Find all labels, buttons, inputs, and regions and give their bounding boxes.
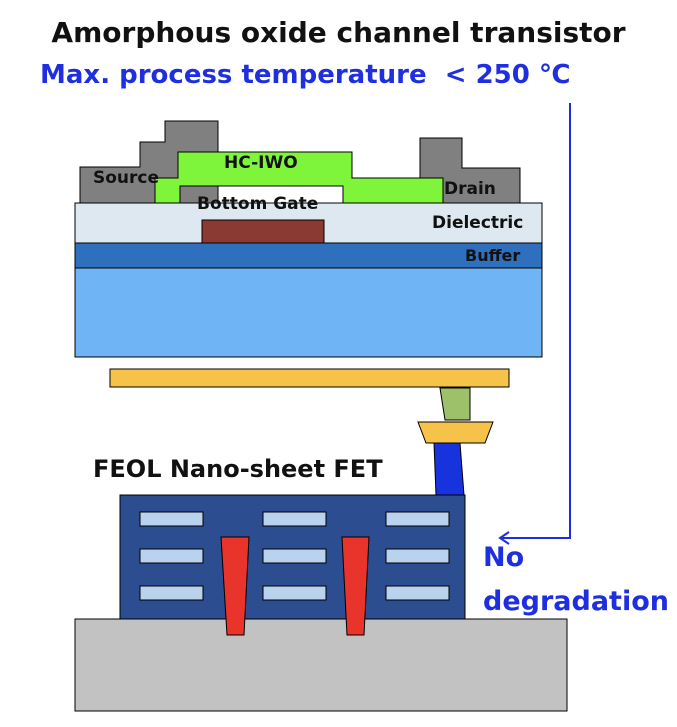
dielectric-label: Dielectric [432, 213, 524, 233]
feol-label: FEOL Nano-sheet FET [93, 455, 383, 483]
drain-label: Drain [444, 179, 496, 199]
bottom-gate [201, 219, 325, 244]
contact-plug [433, 442, 465, 496]
substrate-layer [74, 267, 543, 358]
nanosheet [139, 585, 204, 601]
nanosheet [139, 511, 204, 527]
via-plug [439, 387, 471, 421]
hc-iwo-channel [154, 151, 444, 204]
nanosheet [262, 585, 327, 601]
nanosheet [385, 548, 450, 564]
thermal-budget-arrow [502, 103, 571, 539]
metal-interconnect [109, 368, 510, 388]
nanosheet [139, 548, 204, 564]
feol-gate [341, 536, 370, 636]
nanosheet [385, 585, 450, 601]
result-line-1: No [483, 542, 525, 573]
bottom-gate-label: Bottom Gate [197, 194, 319, 214]
nanosheet [262, 511, 327, 527]
base-substrate [74, 618, 568, 712]
result-line-2: degradation [483, 586, 669, 617]
nanosheet [262, 548, 327, 564]
feol-gate [220, 536, 250, 636]
process-temperature-label: Max. process temperature < 250 ℃ [40, 60, 571, 90]
source-label: Source [93, 168, 160, 188]
buffer-layer [74, 242, 543, 269]
channel-label: HC-IWO [224, 153, 298, 173]
buffer-label: Buffer [465, 246, 521, 265]
arrow-head-icon [498, 531, 510, 545]
via-landing [417, 421, 494, 444]
diagram-title: Amorphous oxide channel transistor [51, 16, 626, 49]
nanosheet [385, 511, 450, 527]
nano-sheets [139, 511, 450, 601]
